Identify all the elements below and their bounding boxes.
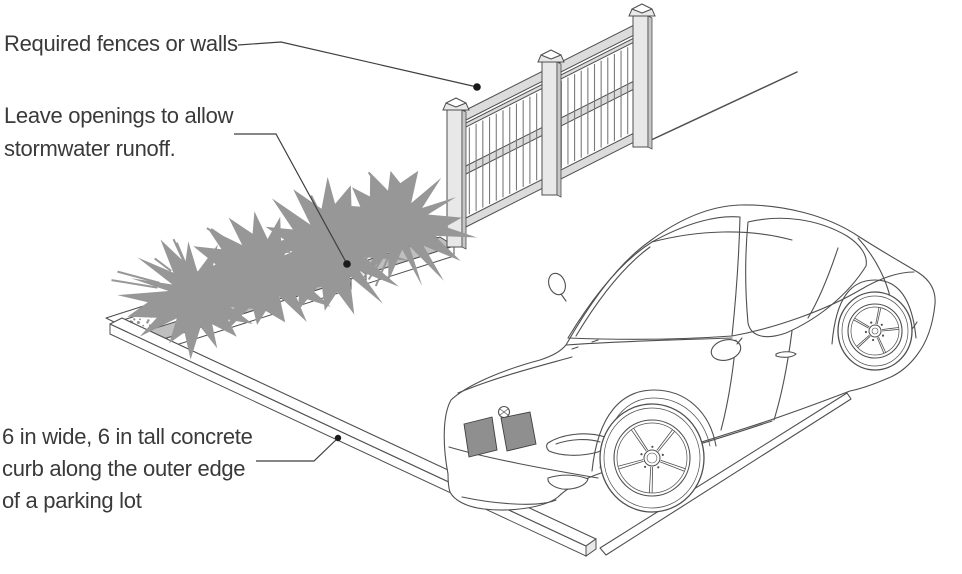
- fence-post-middle: [537, 49, 565, 198]
- leader-lines: [234, 41, 481, 462]
- car-roof-front-edge: [651, 231, 793, 243]
- car-headlight-lens-line: [555, 439, 601, 445]
- car-mirror-near-stalk: [736, 337, 743, 345]
- car-b-pillar: [807, 247, 839, 319]
- label-required-fences-text: Required fences or walls: [4, 31, 238, 56]
- fence-ground-line: [648, 71, 798, 142]
- car-door-handle: [775, 351, 797, 358]
- car-front-wheel: [599, 403, 705, 513]
- car-hood-seam: [457, 356, 573, 394]
- fence-post-left: [442, 97, 470, 250]
- label-stormwater-openings: Leave openings to allow stormwater runof…: [4, 99, 233, 165]
- car-bumper-lower-crease: [461, 496, 557, 505]
- leader-dot-curb: [334, 434, 342, 442]
- car-beltline: [731, 271, 915, 337]
- fence-post-right: [628, 3, 656, 150]
- leader-curb: [256, 437, 339, 462]
- car-cowl-line: [565, 337, 733, 346]
- car-door-seam-rear: [773, 330, 793, 421]
- car-mirror-near: [710, 339, 742, 361]
- car-rear-wheel-arch: [831, 279, 917, 345]
- leader-fences: [237, 41, 478, 88]
- car-line-drawing: [443, 204, 936, 513]
- car-mirror-far: [548, 272, 566, 296]
- label-curb-line3: of a parking lot: [2, 488, 142, 513]
- car-front-wheel-arch: [591, 389, 717, 472]
- car-bumper-crease: [448, 446, 599, 479]
- car-mirror-far-stalk: [560, 293, 567, 302]
- car-windshield: [567, 216, 741, 340]
- stall-stripe: [599, 392, 852, 556]
- car-rear-wheel: [837, 291, 913, 371]
- fence: [442, 3, 656, 250]
- car-headlight: [546, 433, 607, 456]
- label-concrete-curb: 6 in wide, 6 in tall concrete curb along…: [2, 421, 253, 517]
- car-roundel-cross: [499, 408, 509, 416]
- leader-dot-fences: [473, 83, 481, 91]
- fence-slats: [468, 47, 629, 215]
- car-kidney-grille-left: [463, 416, 498, 458]
- car-wiper-marks: [571, 339, 599, 350]
- leader-openings: [234, 133, 348, 265]
- label-curb-line2: curb along the outer edge: [2, 456, 246, 481]
- label-openings-line2: stormwater runoff.: [4, 136, 176, 161]
- label-curb-line1: 6 in wide, 6 in tall concrete: [2, 424, 253, 449]
- leader-dot-openings: [343, 260, 351, 268]
- label-openings-line1: Leave openings to allow: [4, 103, 234, 128]
- car-kidney-grille-right: [500, 411, 537, 452]
- car-fog-intake: [547, 474, 589, 490]
- label-required-fences: Required fences or walls: [4, 28, 238, 60]
- car-a-pillar-inner-line: [575, 246, 651, 337]
- shrub-row: [111, 170, 477, 360]
